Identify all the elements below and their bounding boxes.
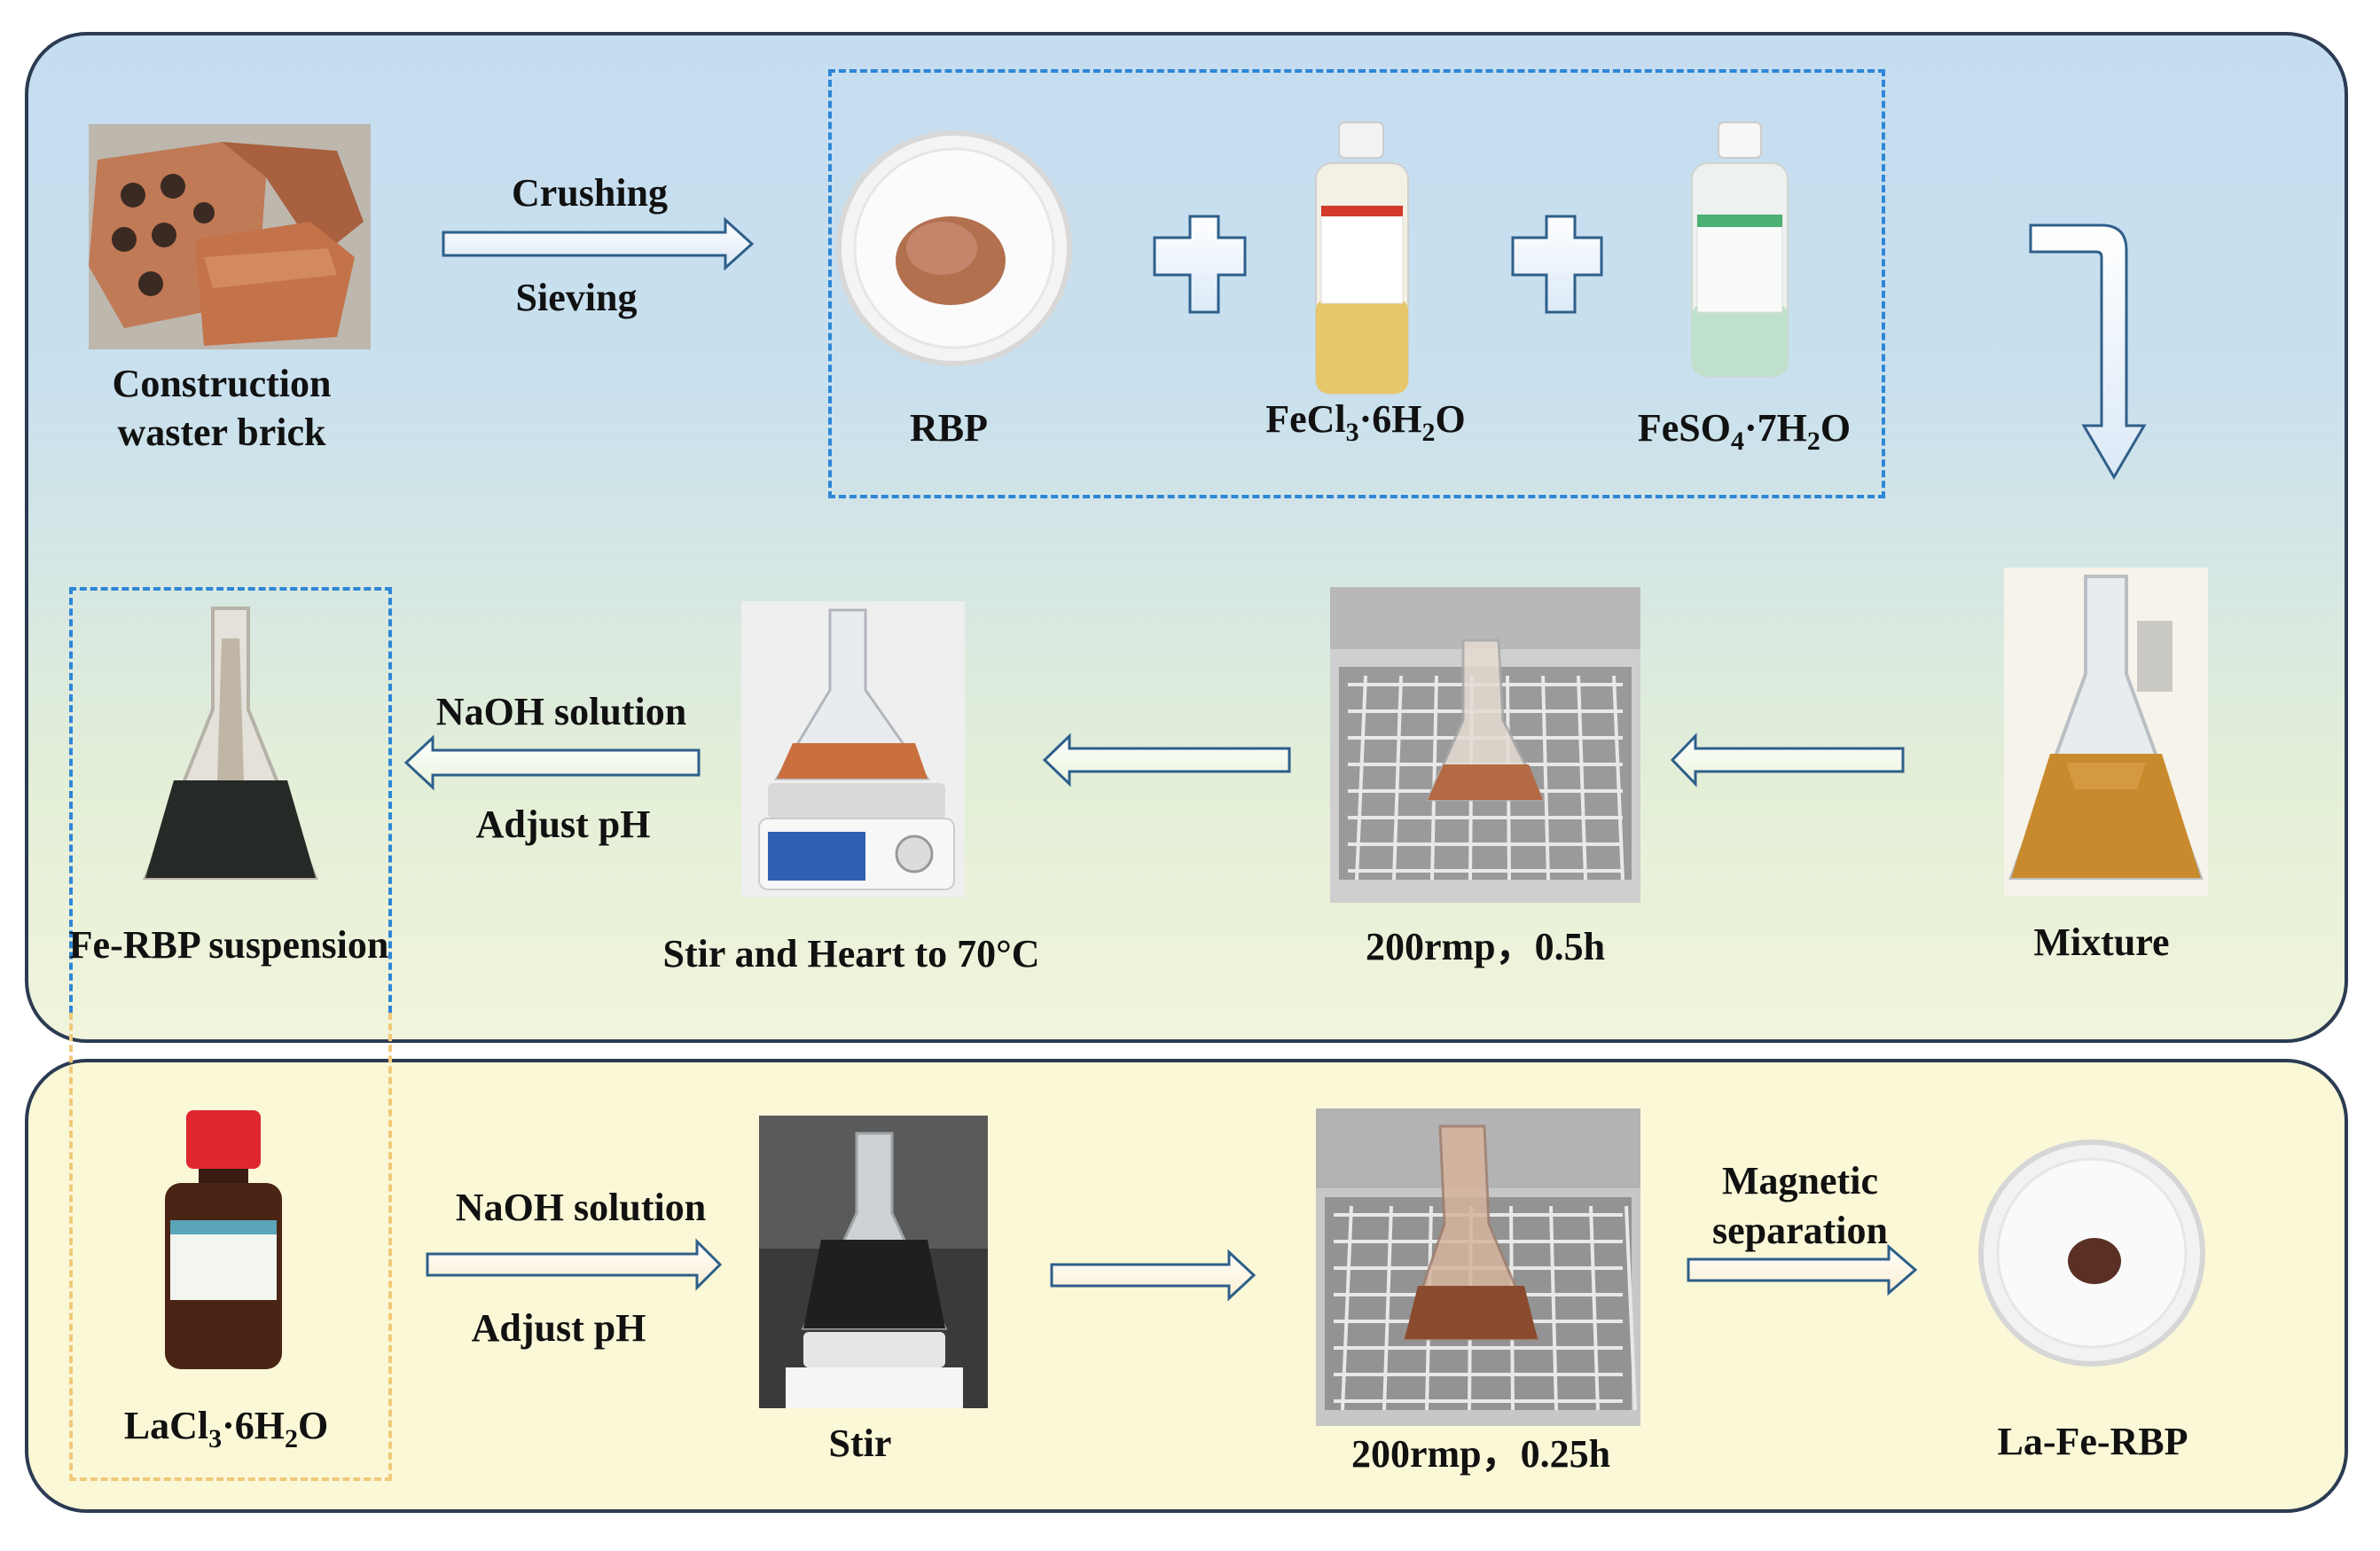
naoh-label-1: NaOH solution xyxy=(435,690,687,733)
arrow-icon-stir-to-shaker xyxy=(1050,1249,1257,1302)
reagent-group-box xyxy=(828,69,1885,498)
arrow-icon-shaker-to-hotplate xyxy=(1042,732,1291,787)
la-fe-rbp-label: La-Fe-RBP xyxy=(1997,1420,2188,1463)
top-panel xyxy=(25,32,2348,1043)
fecl3-label: FeCl3·6H2O xyxy=(1265,397,1466,447)
feso4-bottle xyxy=(1685,121,1795,380)
hotplate-photo xyxy=(741,601,965,897)
shake-label-1: 200rmp，0.5h xyxy=(1365,925,1606,968)
arrow-icon-magnetic xyxy=(1687,1243,1918,1296)
shaker-photo-2 xyxy=(1316,1108,1640,1426)
stir-photo xyxy=(759,1116,988,1408)
lacl3-label: LaCl3·6H2O xyxy=(123,1404,329,1453)
stir-label: Stir xyxy=(828,1422,892,1465)
naoh-label-2: NaOH solution xyxy=(455,1186,707,1229)
bricks-photo xyxy=(89,124,371,349)
la-fe-rbp-dish xyxy=(1976,1137,2208,1369)
shake-label-2: 200rmp，0.25h xyxy=(1350,1432,1611,1476)
feso4-label: FeSO4·7H2O xyxy=(1637,406,1852,456)
plus-icon-1 xyxy=(1153,215,1247,314)
mixture-label: Mixture xyxy=(2033,920,2170,964)
shaker-photo-1 xyxy=(1330,587,1640,903)
brick-label-line2: waster brick xyxy=(117,411,326,454)
fe-rbp-box-blue xyxy=(69,587,392,1013)
fe-rbp-label: Fe-RBP suspension xyxy=(68,923,389,967)
fecl3-bottle xyxy=(1309,121,1415,397)
magnetic-label: Magnetic xyxy=(1722,1159,1878,1202)
fe-rbp-flask xyxy=(142,603,319,896)
plus-icon-2 xyxy=(1511,215,1603,314)
mixture-flask xyxy=(2004,568,2208,896)
crushing-label: Crushing xyxy=(511,171,669,215)
adjust-ph-label-1: Adjust pH xyxy=(475,803,651,846)
rbp-petri-dish xyxy=(834,128,1075,369)
separation-label: separation xyxy=(1712,1209,1888,1252)
adjust-ph-label-2: Adjust pH xyxy=(471,1306,646,1350)
fe-rbp-box-yellow xyxy=(69,1013,392,1481)
rbp-label: RBP xyxy=(910,406,988,450)
brick-label-line1: Construction xyxy=(112,362,332,405)
arrow-icon-mixture-to-shaker xyxy=(1670,732,1905,787)
arrow-icon-naoh-2 xyxy=(426,1238,723,1291)
arrow-icon-naoh-1 xyxy=(403,734,701,791)
lacl3-bottle xyxy=(160,1107,287,1373)
arrow-icon-crushing xyxy=(442,216,755,271)
sieving-label: Sieving xyxy=(515,276,638,319)
stir-heat-label: Stir and Heart to 70°C xyxy=(662,932,1040,975)
arrow-icon-bent xyxy=(2029,223,2147,480)
